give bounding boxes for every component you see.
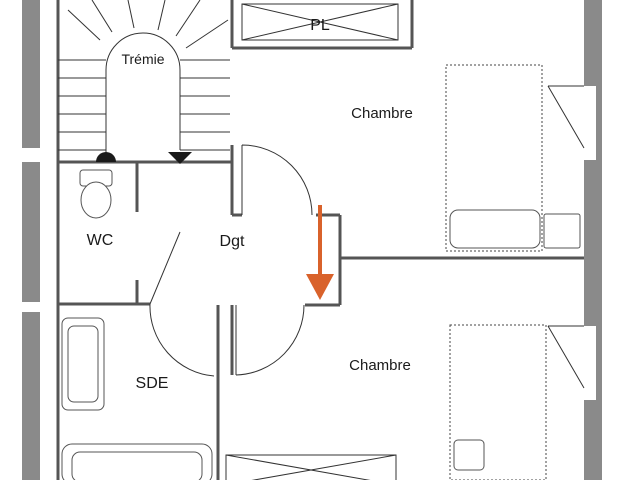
label-chambre-top: Chambre [351, 105, 413, 122]
label-tremie: Trémie [121, 51, 164, 67]
left-wall-lower [22, 312, 40, 480]
down-arrow-icon [306, 274, 334, 300]
right-wall-middle [584, 160, 602, 326]
access-arrow [306, 205, 334, 300]
label-degagement: Dgt [220, 233, 245, 250]
placard-bottom-outline [225, 454, 397, 480]
stair-start-dot-icon [96, 152, 116, 162]
sde-fixtures [61, 317, 213, 480]
label-wc: WC [87, 232, 114, 249]
label-placard-top: PL [310, 17, 330, 34]
bed-bottom [449, 324, 547, 480]
left-wall-middle [22, 162, 40, 302]
window-bottom [596, 326, 602, 400]
window-top [596, 86, 602, 160]
exterior-walls [22, 0, 602, 480]
wc-fixture [79, 169, 113, 219]
label-chambre-bottom: Chambre [349, 357, 411, 374]
left-wall-upper [22, 0, 40, 148]
stair-arrow-icon [168, 152, 192, 164]
label-sde: SDE [136, 375, 169, 392]
bed-top [445, 64, 581, 252]
interior-walls [56, 0, 584, 480]
right-wall-top [584, 0, 602, 86]
doors [149, 85, 585, 389]
right-wall-bottom [584, 400, 602, 480]
placard-bottom [225, 454, 397, 480]
staircase [58, 0, 230, 164]
placard-top [241, 3, 399, 41]
placard-top-outline [241, 3, 399, 41]
